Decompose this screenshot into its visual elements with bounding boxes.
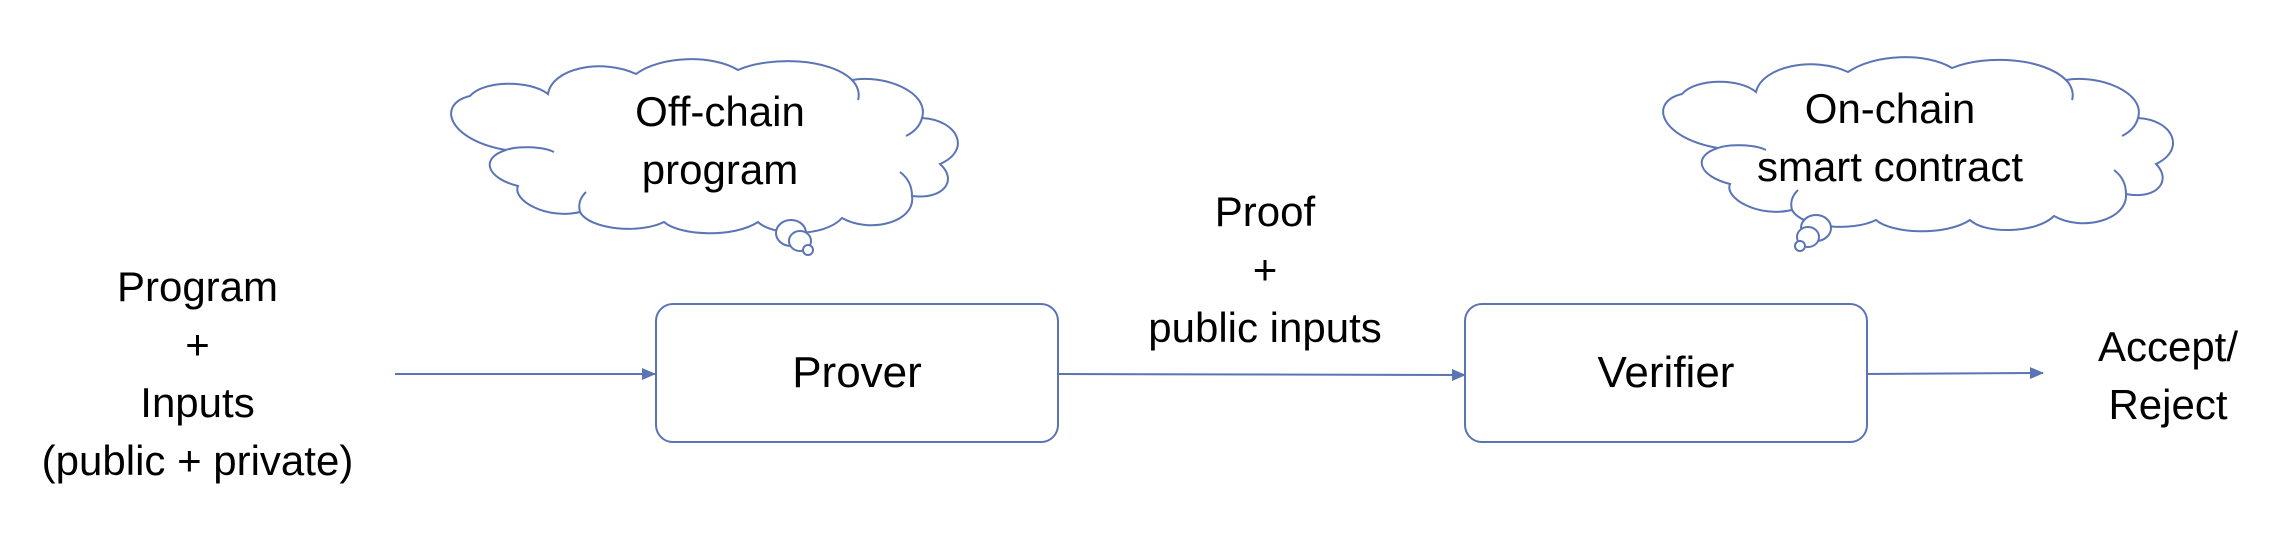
verifier-label: Verifier	[1597, 348, 1735, 397]
verifier-box: Verifier	[1464, 303, 1868, 443]
input-label-line-plus: +	[185, 321, 210, 368]
onchain-cloud-text: On-chain smart contract	[1730, 80, 2050, 196]
output-label: Accept/ Reject	[2068, 318, 2268, 434]
output-label-line-reject: Reject	[2108, 381, 2228, 428]
proof-label-line-public-inputs: public inputs	[1148, 304, 1382, 351]
offchain-cloud-text: Off-chain program	[580, 83, 860, 199]
input-label: Program + Inputs (public + private)	[0, 258, 395, 490]
prover-label: Prover	[792, 348, 922, 397]
offchain-cloud-line-1: Off-chain	[635, 88, 805, 135]
prover-box: Prover	[655, 303, 1059, 443]
verifier-to-output-arrow	[1864, 367, 2044, 380]
proof-label-line-plus: +	[1252, 246, 1278, 293]
onchain-cloud-line-1: On-chain	[1804, 85, 1976, 132]
proof-label: Proof + public inputs	[1100, 183, 1430, 357]
output-label-line-accept: Accept/	[2097, 323, 2239, 370]
onchain-cloud-line-2: smart contract	[1756, 143, 2024, 190]
input-label-line-inputs: Inputs	[140, 379, 255, 426]
onchain-cloud-icon	[1662, 56, 2174, 252]
input-label-line-program: Program	[116, 263, 279, 310]
proof-label-line-proof: Proof	[1214, 188, 1316, 235]
offchain-cloud-icon	[450, 58, 959, 256]
prover-to-verifier-arrow	[1057, 368, 1466, 381]
input-label-line-public-private: (public + private)	[41, 437, 354, 484]
offchain-cloud-line-2: program	[641, 146, 799, 193]
